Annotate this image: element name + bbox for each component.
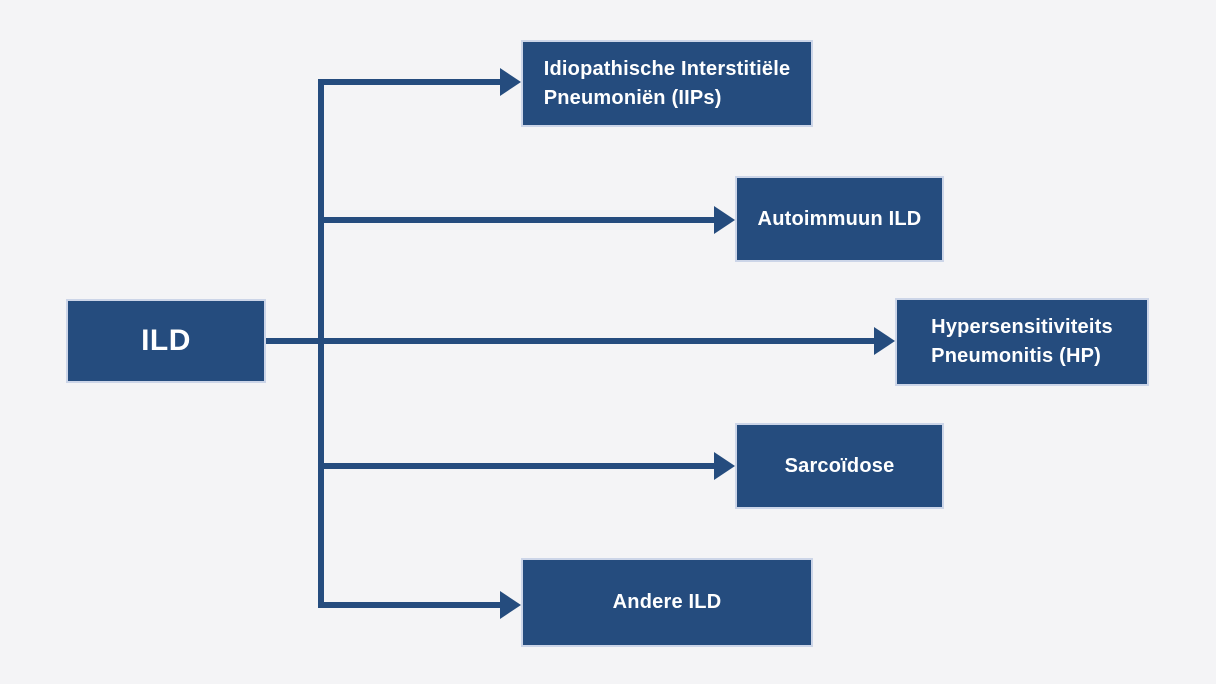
node-label: Sarcoïdose [784,454,895,477]
connector-branch-iips [318,79,502,85]
node-iips: Idiopathische Interstitiële Pneumoniën (… [521,40,813,127]
node-autoimmuun-ild: Autoimmuun ILD [735,176,944,262]
connector-branch-autoimmuun [318,217,716,223]
arrowhead-iips [500,68,521,96]
node-label: ILD [141,324,191,357]
arrowhead-autoimmuun [714,206,735,234]
connector-branch-sarcoidose [318,463,716,469]
node-label: Andere ILD [612,591,722,613]
node-label: Pneumonitis (HP) [931,345,1102,367]
node-label: Idiopathische Interstitiële [543,57,791,80]
node-andere-ild: Andere ILD [521,558,813,647]
arrowhead-sarcoidose [714,452,735,480]
node-hypersensitiviteits-pneumonitis: Hypersensitiviteits Pneumonitis (HP) [895,298,1149,386]
connector-branch-andere [318,602,502,608]
node-label: Pneumoniën (IIPs) [543,86,722,109]
node-label: Hypersensitiviteits [931,316,1113,338]
arrowhead-andere [500,591,521,619]
arrowhead-hp [874,327,895,355]
node-ild-root: ILD [66,299,266,383]
node-label: Autoimmuun ILD [757,207,922,230]
connector-branch-hp [266,338,876,344]
node-sarcoidose: Sarcoïdose [735,423,944,509]
